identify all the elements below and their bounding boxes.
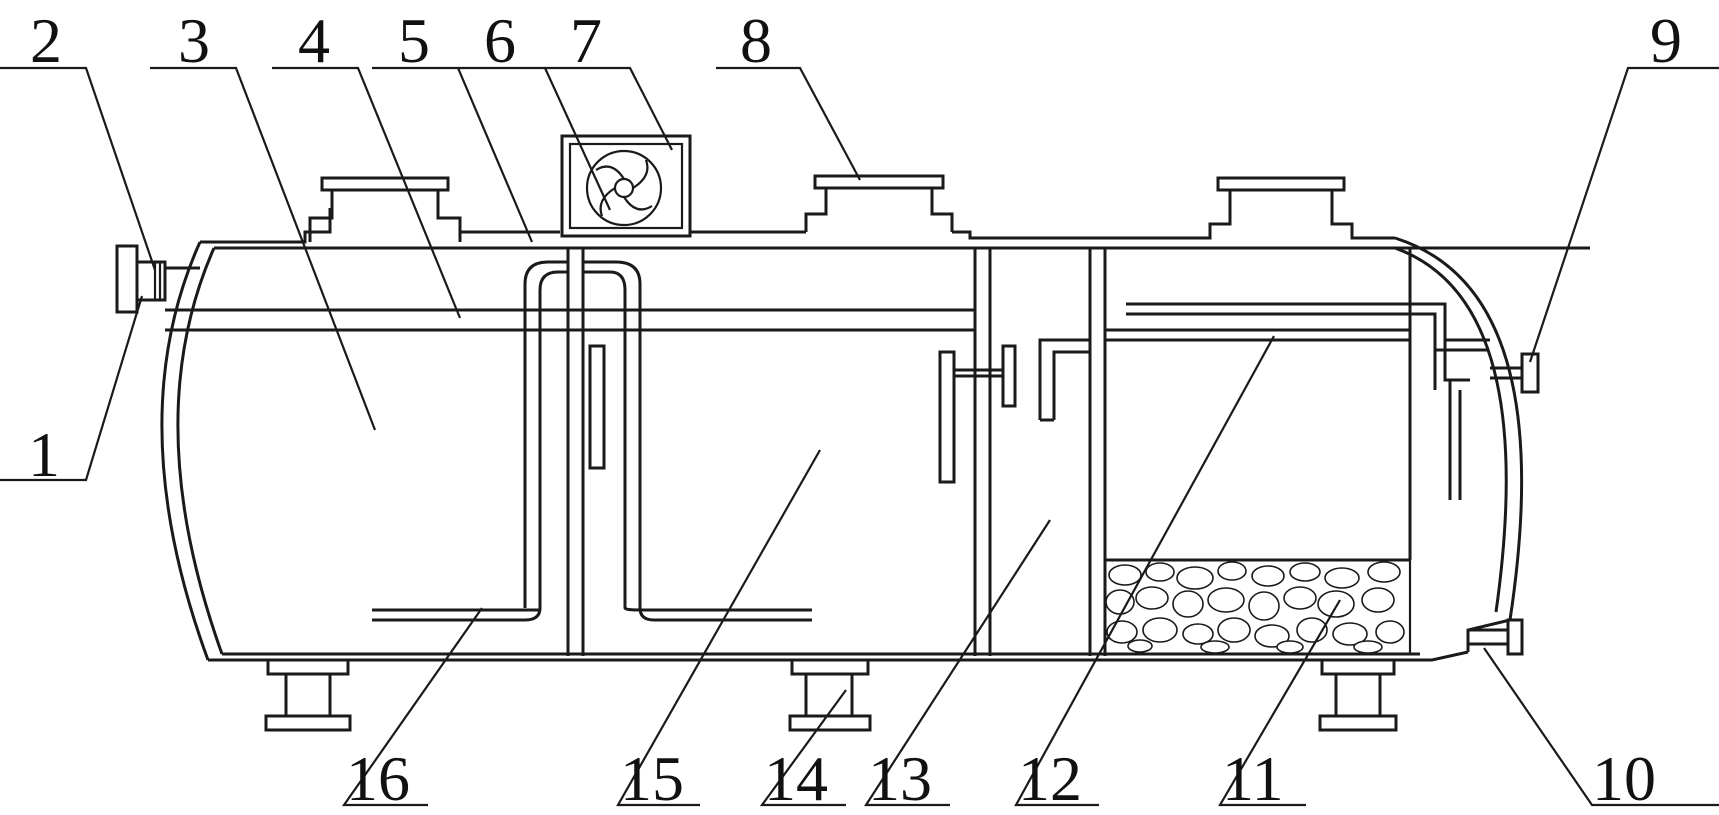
label-1: 1	[28, 419, 60, 490]
label-13: 13	[868, 743, 932, 814]
horizontal-aeration-pipe	[165, 308, 975, 332]
label-14: 14	[764, 743, 828, 814]
aeration-pipes	[372, 260, 812, 622]
label-8: 8	[740, 5, 772, 76]
label-4: 4	[298, 5, 330, 76]
inlet-pipe	[115, 244, 200, 314]
label-16: 16	[346, 743, 410, 814]
support-legs	[264, 660, 1398, 732]
top-nozzle-left	[308, 176, 560, 242]
blower-unit	[560, 134, 800, 238]
outlet-pipes	[1105, 302, 1540, 500]
label-6: 6	[484, 5, 516, 76]
top-nozzle-middle	[790, 174, 1232, 240]
part-number-labels: 1 2 3 4 5 6 7 8 9 10 11 12 13 14 15 16	[28, 5, 1682, 814]
label-3: 3	[178, 5, 210, 76]
label-7: 7	[570, 5, 602, 76]
label-11: 11	[1222, 743, 1284, 814]
label-9: 9	[1650, 5, 1682, 76]
leader-lines	[0, 66, 1719, 807]
label-12: 12	[1018, 743, 1082, 814]
bottom-outlet	[1468, 618, 1524, 656]
label-15: 15	[620, 743, 684, 814]
label-10: 10	[1592, 743, 1656, 814]
filter-media-bed	[1103, 558, 1412, 656]
label-2: 2	[30, 5, 62, 76]
label-5: 5	[398, 5, 430, 76]
partition-walls	[566, 248, 1412, 656]
baffles	[588, 338, 1090, 484]
